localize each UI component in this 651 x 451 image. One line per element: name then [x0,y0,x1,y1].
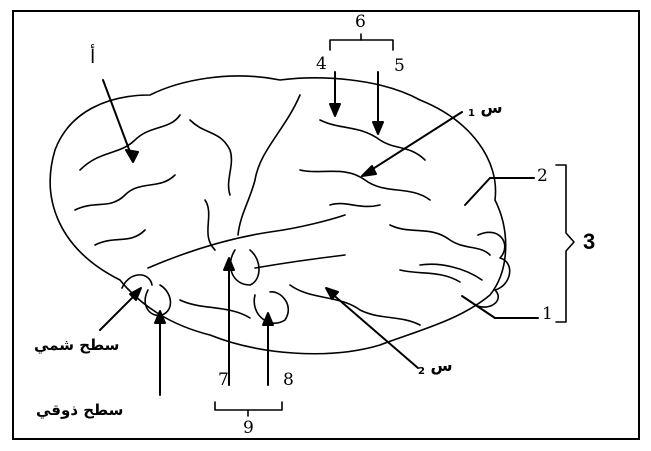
label-6: 6 [355,14,366,31]
label-gustatory-surface: سطح ذوقي [36,403,123,418]
label-s1-letter: س [481,98,503,117]
label-4: 4 [316,56,327,73]
label-5: 5 [394,58,405,75]
olfactory-bulb [122,275,152,288]
gustatory-area [145,285,170,315]
label-8: 8 [283,372,294,389]
label-s2: س 2 [418,358,453,377]
label-alif: أ [90,48,95,67]
label-s2-subscript: 2 [418,366,425,377]
central-sulcus [238,95,300,235]
bracket-6 [330,40,393,50]
arrow-s2 [330,292,418,368]
label-s2-letter: س [431,356,453,375]
label-s1: س 1 [468,100,503,119]
label-1: 1 [542,306,553,323]
bracket-9 [215,402,282,410]
label-olfactory-surface: سطح شمي [34,338,119,353]
arrow-alif [103,80,133,160]
cerebellum [475,232,510,307]
label-9: 9 [243,420,254,437]
label-7: 7 [218,372,229,389]
label-2: 2 [537,168,548,185]
bracket-3 [556,165,574,322]
temporal-sulcus [255,255,345,268]
label-s1-subscript: 1 [468,108,475,119]
lateral-sulcus [148,215,345,268]
label-3: 3 [583,231,595,253]
